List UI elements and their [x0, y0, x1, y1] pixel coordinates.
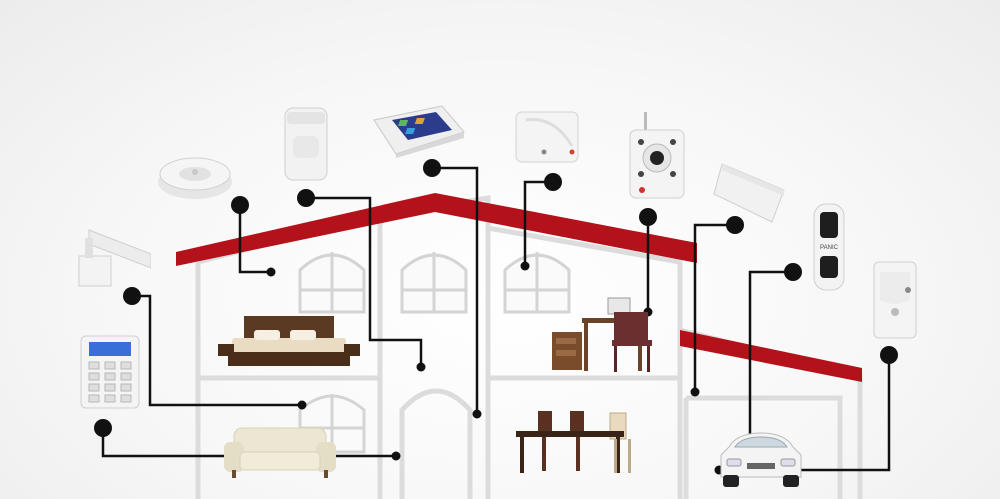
- bed-icon: [218, 316, 360, 370]
- sofa-icon: [224, 426, 336, 480]
- panic-key-fob-icon: PANIC: [812, 202, 846, 292]
- desk-chair-icon: [552, 296, 662, 374]
- smoke-detector-icon: [156, 152, 234, 200]
- ip-camera-icon: [628, 112, 686, 200]
- dining-table-icon: [516, 411, 640, 475]
- door-window-sensor-icon: [75, 228, 151, 290]
- wall-repeater-icon: [872, 260, 918, 340]
- alarm-keypad-icon: [79, 334, 141, 410]
- fob-label: PANIC: [820, 245, 839, 251]
- motion-sensor-icon: [283, 106, 329, 182]
- car-icon: [717, 425, 805, 491]
- wireless-siren-icon: [514, 110, 580, 164]
- roof: [176, 193, 862, 382]
- touchscreen-panel-icon: [372, 104, 466, 158]
- contact-sensor-icon: [712, 160, 786, 224]
- wire-endpoints: [94, 159, 898, 475]
